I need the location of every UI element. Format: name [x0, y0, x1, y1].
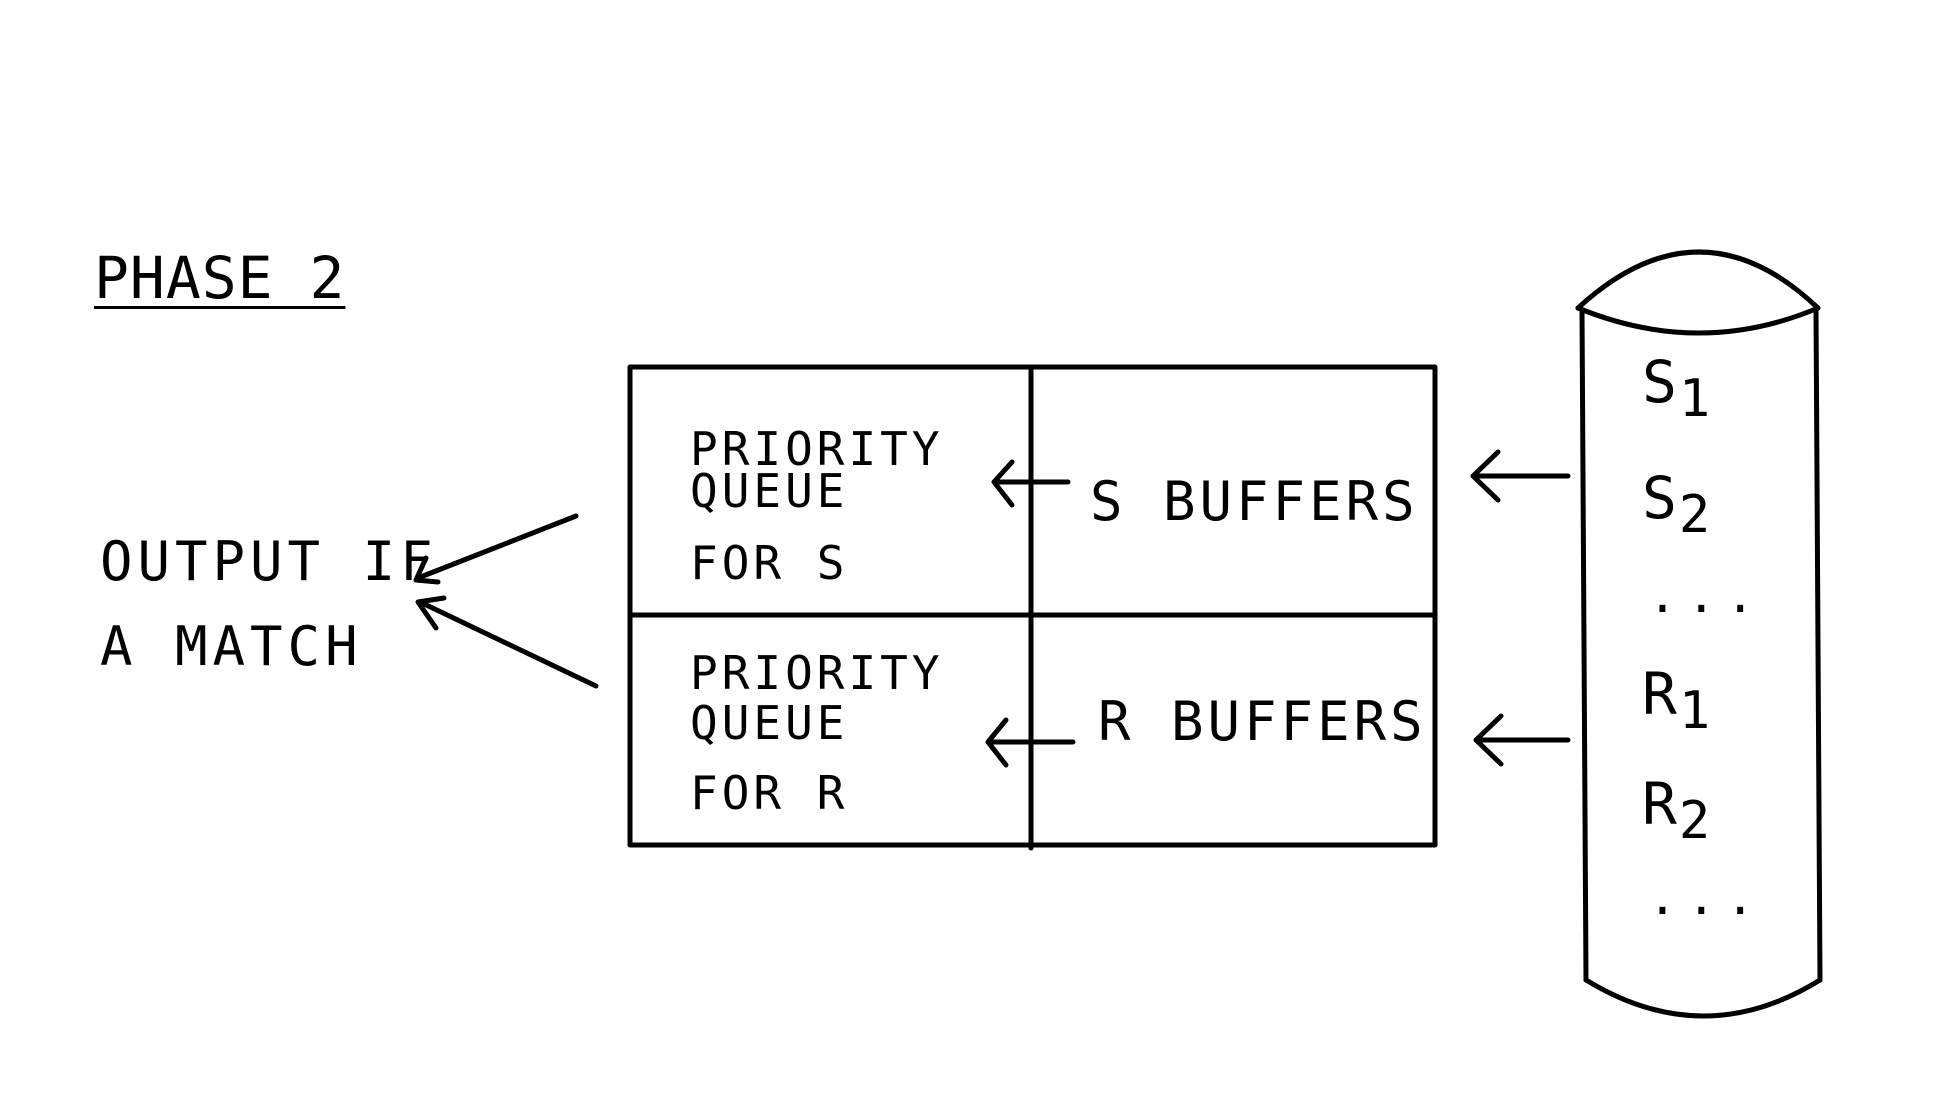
- disk-item-r2: R2: [1642, 770, 1713, 851]
- disk-cylinder: [1575, 249, 1823, 1019]
- phase-title: PHASE 2: [94, 244, 346, 312]
- r-queue-to-output-arrow: [415, 595, 599, 689]
- disk-item-s1: S1: [1642, 348, 1713, 429]
- disk-item-r1: R1: [1642, 660, 1713, 741]
- disk-to-s-buffer-arrow: [1470, 449, 1571, 503]
- s-queue-label-line3: FOR S: [690, 536, 849, 590]
- r-buffers-label: R BUFFERS: [1098, 690, 1427, 753]
- output-label-line2: A MATCH: [100, 615, 363, 678]
- r-queue-label-line2: QUEUE: [690, 696, 849, 750]
- s-buffer-to-queue-arrow: [991, 459, 1071, 508]
- r-queue-label-line1: PRIORITY: [690, 646, 944, 700]
- disk-to-r-buffer-arrow: [1473, 713, 1571, 767]
- s-buffers-label: S BUFFERS: [1090, 470, 1419, 533]
- s-queue-to-output-arrow: [413, 513, 579, 585]
- s-queue-label-line2: QUEUE: [690, 464, 849, 518]
- r-buffer-to-queue-arrow: [985, 717, 1076, 768]
- r-queue-label-line3: FOR R: [690, 766, 849, 820]
- s-queue-label-line1: PRIORITY: [690, 422, 944, 476]
- disk-ellipsis-1: ...: [1648, 568, 1765, 624]
- output-label-line1: OUTPUT IF: [100, 530, 438, 593]
- disk-ellipsis-2: ...: [1648, 870, 1765, 926]
- disk-item-s2: S2: [1642, 464, 1713, 545]
